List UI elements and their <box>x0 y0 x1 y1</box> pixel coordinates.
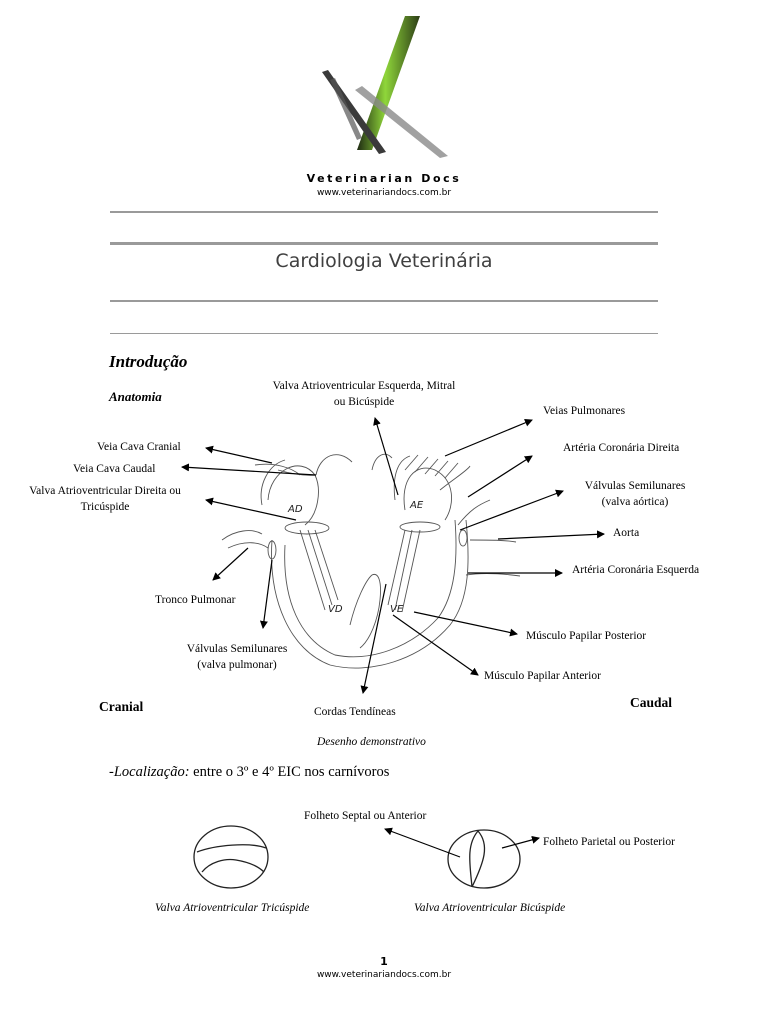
subsection-heading-anatomia: Anatomia <box>109 389 162 404</box>
bicuspide-valve-outline <box>447 829 521 889</box>
label-mitral: Valva Atrioventricular Esquerda, Mitral … <box>272 380 456 408</box>
rule-2 <box>110 242 658 245</box>
arrow-musculo-papilar-anterior <box>392 614 479 676</box>
footer-url: www.veterinariandocs.com.br <box>316 970 452 980</box>
arrow-veia-cava-cranial <box>205 445 273 464</box>
arrow-musculo-papilar-posterior <box>413 611 518 637</box>
arrow-valvulas-aorticas <box>459 489 564 531</box>
veterinarian-docs-logo <box>322 16 448 158</box>
rule-3 <box>110 300 658 302</box>
chamber-mark-ad: AD <box>287 504 303 515</box>
chamber-mark-vd: VD <box>328 604 343 615</box>
label-tronco-pulmonar: Tronco Pulmonar <box>155 594 236 606</box>
arrow-mitral <box>373 417 399 496</box>
arrow-veia-cava-caudal <box>181 463 317 476</box>
rule-1 <box>110 211 658 213</box>
arrow-valvulas-pulmonares <box>259 559 273 629</box>
label-valvulas-pulmonares: Válvulas Semilunares (valva pulmonar) <box>186 643 288 671</box>
arrow-tronco-pulmonar <box>212 547 249 581</box>
brand-url: www.veterinariandocs.com.br <box>316 188 452 198</box>
label-aorta: Aorta <box>613 527 640 539</box>
location-label: -Localização: <box>109 764 190 780</box>
page-number: 1 <box>380 955 388 968</box>
label-veia-cava-cranial: Veia Cava Cranial <box>97 441 181 453</box>
page-title: Cardiologia Veterinária <box>275 250 493 272</box>
label-arteria-coronaria-esquerda: Artéria Coronária Esquerda <box>572 564 700 576</box>
arrow-folheto-parietal <box>501 835 540 849</box>
caption-tricuspide: Valva Atrioventricular Tricúspide <box>155 902 310 914</box>
label-cranial: Cranial <box>99 699 144 714</box>
label-musculo-papilar-anterior: Músculo Papilar Anterior <box>484 670 601 682</box>
arrow-veias-pulmonares <box>444 418 533 457</box>
label-veias-pulmonares: Veias Pulmonares <box>543 405 626 417</box>
heart-diagram-caption: Desenho demonstrativo <box>317 736 426 748</box>
caption-bicuspide: Valva Atrioventricular Bicúspide <box>414 902 566 914</box>
location-line: -Localização: entre o 3º e 4º EIC nos ca… <box>109 764 389 781</box>
label-tricuspide: Valva Atrioventricular Direita ou Tricús… <box>29 485 181 513</box>
section-heading-introducao: Introdução <box>109 352 188 371</box>
arrow-folheto-septal <box>384 827 461 858</box>
label-caudal: Caudal <box>630 695 673 710</box>
location-text: entre o 3º e 4º EIC nos carnívoros <box>189 764 390 780</box>
arrow-cordas-tendineas <box>360 583 387 694</box>
brand-name: Veterinarian Docs <box>306 172 462 185</box>
arrow-coronaria-direita <box>467 455 533 498</box>
label-veia-cava-caudal: Veia Cava Caudal <box>73 463 156 475</box>
arrow-aorta <box>497 530 605 540</box>
label-musculo-papilar-posterior: Músculo Papilar Posterior <box>526 630 647 642</box>
label-folheto-septal: Folheto Septal ou Anterior <box>304 810 427 822</box>
label-folheto-parietal: Folheto Parietal ou Posterior <box>543 836 675 848</box>
rule-4 <box>110 333 658 334</box>
label-cordas-tendineas: Cordas Tendíneas <box>314 706 396 718</box>
chamber-mark-ve: VE <box>390 604 404 615</box>
label-valvulas-aorticas: Válvulas Semilunares (valva aórtica) <box>584 480 686 508</box>
arrow-tricuspide <box>205 497 297 521</box>
label-arteria-coronaria-direita: Artéria Coronária Direita <box>563 442 680 454</box>
chamber-mark-ae: AE <box>409 500 424 511</box>
tricuspide-valve-outline <box>193 825 269 889</box>
